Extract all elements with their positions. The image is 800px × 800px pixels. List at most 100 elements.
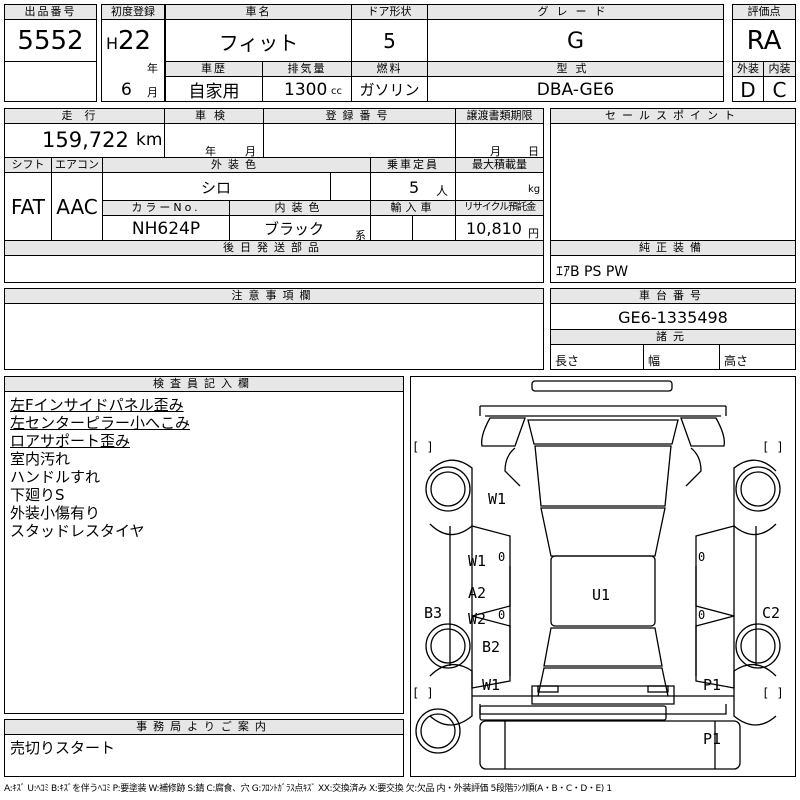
dims-label: 諸元 bbox=[550, 329, 796, 345]
equipment-value: ｴｱB PS PW bbox=[556, 264, 629, 280]
car-diagram bbox=[415, 380, 781, 770]
chassis-label: 車台番号 bbox=[550, 288, 796, 304]
dims-length-label: 長さ bbox=[555, 354, 580, 368]
mark-zero-a: 0 bbox=[498, 550, 506, 564]
bracket-br: [ ] bbox=[762, 686, 784, 700]
lot-divider bbox=[4, 61, 97, 62]
year-unit: 年 bbox=[147, 62, 158, 75]
first-reg-label: 初度登録 bbox=[101, 4, 165, 20]
inspector-line: 外装小傷有り bbox=[10, 504, 101, 522]
capacity-unit: 人 bbox=[436, 184, 449, 198]
max-load-unit: kg bbox=[528, 184, 541, 195]
legend: A:ｷｽﾞ U:ﾍｺﾐ B:ｷｽﾞを伴うﾍｺﾐ P:要塗装 W:補修跡 S:錆 … bbox=[4, 784, 612, 794]
max-load-label: 最大積載量 bbox=[455, 157, 544, 173]
mark-a2: A2 bbox=[468, 584, 487, 602]
mark-w1-door: W1 bbox=[468, 552, 487, 570]
era-letter: H bbox=[106, 34, 119, 53]
inspection-label: 車検 bbox=[164, 108, 264, 124]
ext-color-divider bbox=[330, 172, 331, 201]
mark-c2: C2 bbox=[762, 604, 781, 622]
rating-label: 評価点 bbox=[732, 4, 796, 20]
mark-b2: B2 bbox=[482, 638, 501, 656]
mark-zero-b: 0 bbox=[498, 608, 506, 622]
transfer-month-unit: 月 bbox=[490, 145, 501, 158]
displacement-unit: cc bbox=[331, 86, 342, 97]
model-label: 型式 bbox=[427, 61, 724, 77]
inspection-month-unit: 月 bbox=[245, 145, 256, 158]
fuel-value: ガソリン bbox=[359, 81, 420, 99]
car-name-label: 車名 bbox=[165, 4, 352, 20]
shift-label: シフト bbox=[4, 157, 52, 173]
bracket-tr: [ ] bbox=[762, 440, 784, 454]
inspector-line: 下廻りS bbox=[10, 486, 65, 504]
displacement-value: 1300 bbox=[284, 80, 328, 100]
notes-label: 注意事項欄 bbox=[4, 288, 544, 304]
grade-value: G bbox=[566, 28, 585, 54]
color-no-value: NH624P bbox=[131, 218, 201, 239]
ext-color-value: シロ bbox=[200, 178, 231, 197]
door-value: 5 bbox=[383, 29, 396, 53]
door-label: ドア形状 bbox=[351, 4, 428, 20]
interior-score-label: 内装 bbox=[763, 61, 796, 77]
mileage-unit: km bbox=[136, 130, 163, 150]
first-reg-year: 22 bbox=[118, 26, 152, 56]
mark-b3: B3 bbox=[424, 604, 443, 622]
diagram-panel bbox=[410, 376, 796, 777]
inspector-line: スタッドレスタイヤ bbox=[10, 522, 145, 540]
dims-divider-2 bbox=[719, 344, 720, 370]
transfer-day-unit: 日 bbox=[528, 145, 539, 158]
transfer-label: 譲渡書類期限 bbox=[455, 108, 544, 124]
interior-score: C bbox=[772, 77, 787, 102]
lot-number: 5552 bbox=[17, 26, 84, 56]
lot-label: 出品番号 bbox=[4, 4, 97, 20]
inspector-line: 左Fインサイドパネル歪み bbox=[10, 396, 184, 414]
sales-point-label: セールスポイント bbox=[550, 108, 796, 124]
inspector-line: ハンドルすれ bbox=[10, 468, 101, 486]
car-name: フィット bbox=[218, 30, 299, 55]
displacement-label: 排気量 bbox=[262, 61, 352, 77]
mark-p1-bumper: P1 bbox=[703, 730, 722, 748]
inspector-line: 室内汚れ bbox=[10, 450, 71, 468]
mark-zero-c: 0 bbox=[698, 550, 706, 564]
dims-height-label: 高さ bbox=[724, 354, 749, 368]
later-parts-label: 後日発送部品 bbox=[4, 240, 544, 256]
mileage-label: 走行 bbox=[4, 108, 165, 124]
int-color-label: 内装色 bbox=[229, 200, 371, 216]
dims-divider-1 bbox=[643, 344, 644, 370]
rating-value: RA bbox=[746, 26, 782, 56]
import-divider bbox=[412, 215, 413, 241]
bracket-tl: [ ] bbox=[412, 440, 434, 454]
bracket-bl: [ ] bbox=[412, 686, 434, 700]
ext-color-label: 外装色 bbox=[102, 157, 371, 173]
mark-p1-rear: P1 bbox=[703, 676, 722, 694]
shift-value: FAT bbox=[10, 195, 45, 219]
inspector-line: ロアサポート歪み bbox=[10, 432, 131, 450]
history-value: 自家用 bbox=[188, 82, 240, 102]
aircon-value: AAC bbox=[56, 195, 98, 219]
int-color-suffix: 系 bbox=[355, 229, 366, 242]
month-unit: 月 bbox=[147, 86, 158, 99]
aircon-label: エアコン bbox=[51, 157, 103, 173]
recycle-unit: 円 bbox=[528, 227, 539, 240]
model-value: DBA-GE6 bbox=[536, 79, 615, 100]
chassis-value: GE6-1335498 bbox=[618, 307, 728, 327]
equipment-label: 純正装備 bbox=[550, 240, 796, 256]
mark-zero-d: 0 bbox=[698, 608, 706, 622]
inspection-year-unit: 年 bbox=[205, 145, 216, 158]
exterior-score: D bbox=[740, 77, 756, 102]
office-label: 事務局よりご案内 bbox=[4, 719, 404, 735]
color-no-label: カラーNo. bbox=[102, 200, 230, 216]
recycle-label: リサイクル預託金 bbox=[455, 200, 544, 216]
sales-point-box bbox=[550, 108, 796, 241]
inspector-line: 左センターピラー小へこみ bbox=[10, 414, 191, 432]
inspector-label: 検査員記入欄 bbox=[4, 376, 404, 392]
plate-label: 登録番号 bbox=[263, 108, 456, 124]
dims-width-label: 幅 bbox=[648, 354, 661, 368]
int-color-value: ブラック bbox=[263, 220, 324, 238]
fuel-label: 燃料 bbox=[351, 61, 428, 77]
recycle-value: 10,810 bbox=[466, 219, 522, 238]
capacity-value: 5 bbox=[409, 178, 420, 197]
exterior-score-label: 外装 bbox=[732, 61, 764, 77]
capacity-label: 乗車定員 bbox=[370, 157, 456, 173]
import-label: 輸入車 bbox=[370, 200, 456, 216]
